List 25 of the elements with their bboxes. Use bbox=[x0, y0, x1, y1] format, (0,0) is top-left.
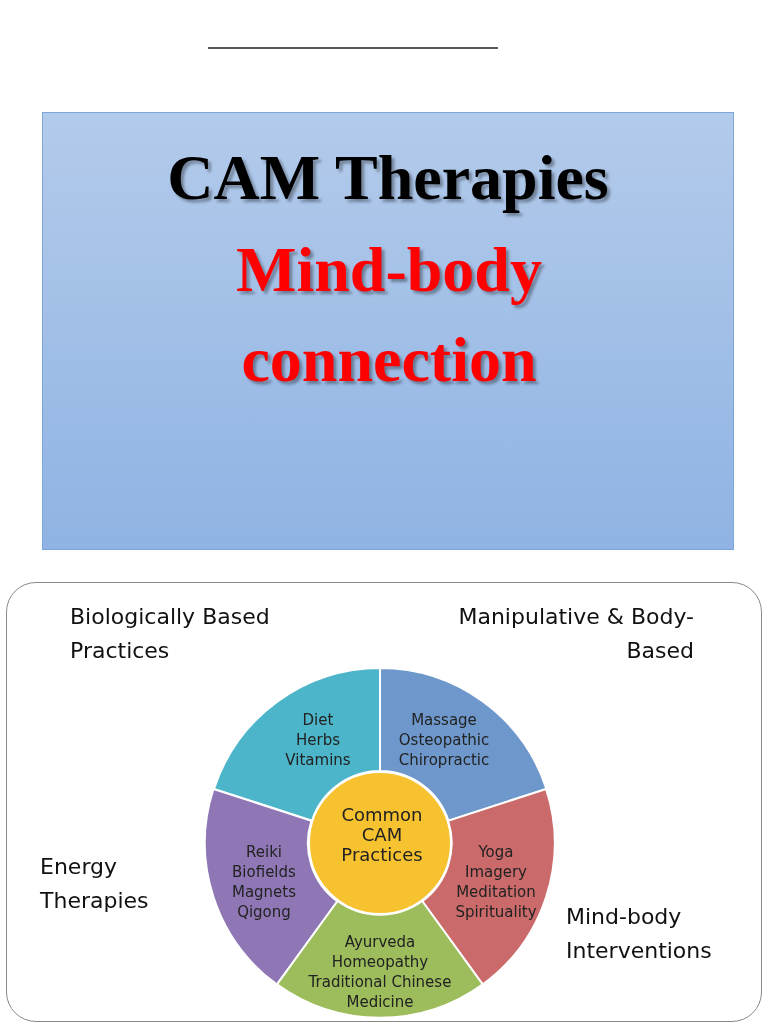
practice-text: Herbs bbox=[294, 730, 341, 750]
practice-text: Homeopathy bbox=[330, 952, 430, 972]
practice-text: Magnets bbox=[231, 882, 297, 902]
practice-text: Common CAM Practices bbox=[340, 805, 424, 865]
practice-text: Diet bbox=[301, 710, 335, 730]
practice-text: Chiropractic bbox=[398, 750, 490, 770]
category-label: Manipulative & Body-Based bbox=[457, 603, 694, 665]
practice-text: Spirituality bbox=[455, 902, 537, 922]
practice-text: Imagery bbox=[463, 862, 528, 882]
title-text: CAM Therapies bbox=[166, 141, 610, 215]
practice-text: Traditional Chinese Medicine bbox=[307, 972, 453, 1012]
practice-text: Massage bbox=[410, 710, 478, 730]
practice-text: Vitamins bbox=[285, 750, 351, 770]
practice-text: Ayurveda bbox=[343, 932, 417, 952]
practice-text: Yoga bbox=[477, 842, 515, 862]
category-label: Biologically Based Practices bbox=[70, 603, 271, 665]
title-box bbox=[42, 112, 734, 550]
practice-text: Biofields bbox=[231, 862, 297, 882]
practice-text: Osteopathic bbox=[398, 730, 490, 750]
practice-text: Reiki bbox=[245, 842, 283, 862]
practice-text: Meditation bbox=[455, 882, 537, 902]
category-label: Mind-body Interventions bbox=[566, 903, 713, 965]
category-label: Energy Therapies bbox=[40, 853, 150, 915]
practice-text: Qigong bbox=[236, 902, 292, 922]
title-text: Mind-body connection bbox=[235, 233, 543, 397]
